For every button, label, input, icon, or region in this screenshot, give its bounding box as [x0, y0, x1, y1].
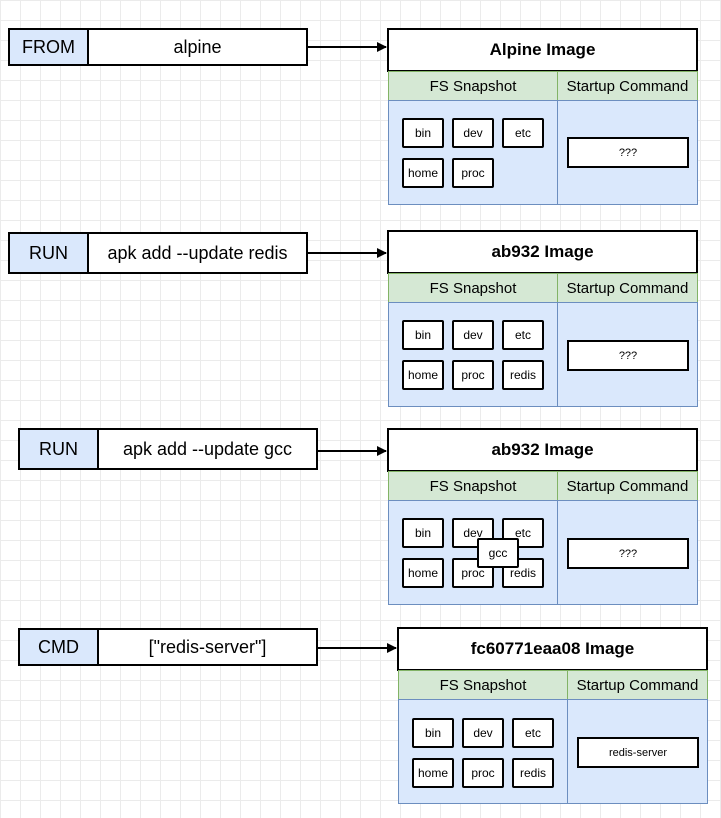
instruction-keyword: RUN [18, 428, 99, 470]
folder-dev: dev [452, 518, 494, 548]
folder-etc: etc [502, 518, 544, 548]
startup-command-value: ??? [567, 538, 689, 569]
folder-dev: dev [462, 718, 504, 748]
instruction-argument: alpine [87, 28, 308, 66]
folder-etc: etc [512, 718, 554, 748]
folder-proc: proc [452, 360, 494, 390]
folder-redis: redis [502, 558, 544, 588]
folder-bin: bin [402, 118, 444, 148]
instruction-keyword: CMD [18, 628, 99, 666]
fs-snapshot-panel [388, 500, 558, 605]
startup-command-value: ??? [567, 340, 689, 371]
folder-etc: etc [502, 118, 544, 148]
startup-command-value: redis-server [577, 737, 699, 768]
folder-dev: dev [452, 118, 494, 148]
folder-proc: proc [462, 758, 504, 788]
folder-bin: bin [402, 320, 444, 350]
fs-snapshot-panel [388, 100, 558, 205]
folder-bin: bin [402, 518, 444, 548]
fs-snapshot-header: FS Snapshot [388, 71, 558, 101]
instruction-keyword: FROM [8, 28, 89, 66]
startup-command-header: Startup Command [557, 71, 698, 101]
folder-bin: bin [412, 718, 454, 748]
folder-home: home [402, 558, 444, 588]
folder-dev: dev [452, 320, 494, 350]
folder-home: home [402, 360, 444, 390]
folder-home: home [402, 158, 444, 188]
startup-command-value: ??? [567, 137, 689, 168]
folder-redis: redis [512, 758, 554, 788]
instruction-argument: apk add --update gcc [97, 428, 318, 470]
instruction-keyword: RUN [8, 232, 89, 274]
fs-snapshot-header: FS Snapshot [388, 273, 558, 303]
image-title: ab932 Image [387, 230, 698, 274]
fs-snapshot-header: FS Snapshot [398, 670, 568, 700]
fs-snapshot-panel [398, 699, 568, 804]
folder-etc: etc [502, 320, 544, 350]
image-title: ab932 Image [387, 428, 698, 472]
folder-home: home [412, 758, 454, 788]
folder-proc: proc [452, 158, 494, 188]
instruction-argument: apk add --update redis [87, 232, 308, 274]
startup-command-header: Startup Command [567, 670, 708, 700]
folder-redis: redis [502, 360, 544, 390]
startup-command-header: Startup Command [557, 471, 698, 501]
folder-gcc: gcc [477, 538, 519, 568]
instruction-argument: ["redis-server"] [97, 628, 318, 666]
image-title: fc60771eaa08 Image [397, 627, 708, 671]
image-title: Alpine Image [387, 28, 698, 72]
fs-snapshot-header: FS Snapshot [388, 471, 558, 501]
fs-snapshot-panel [388, 302, 558, 407]
startup-command-header: Startup Command [557, 273, 698, 303]
